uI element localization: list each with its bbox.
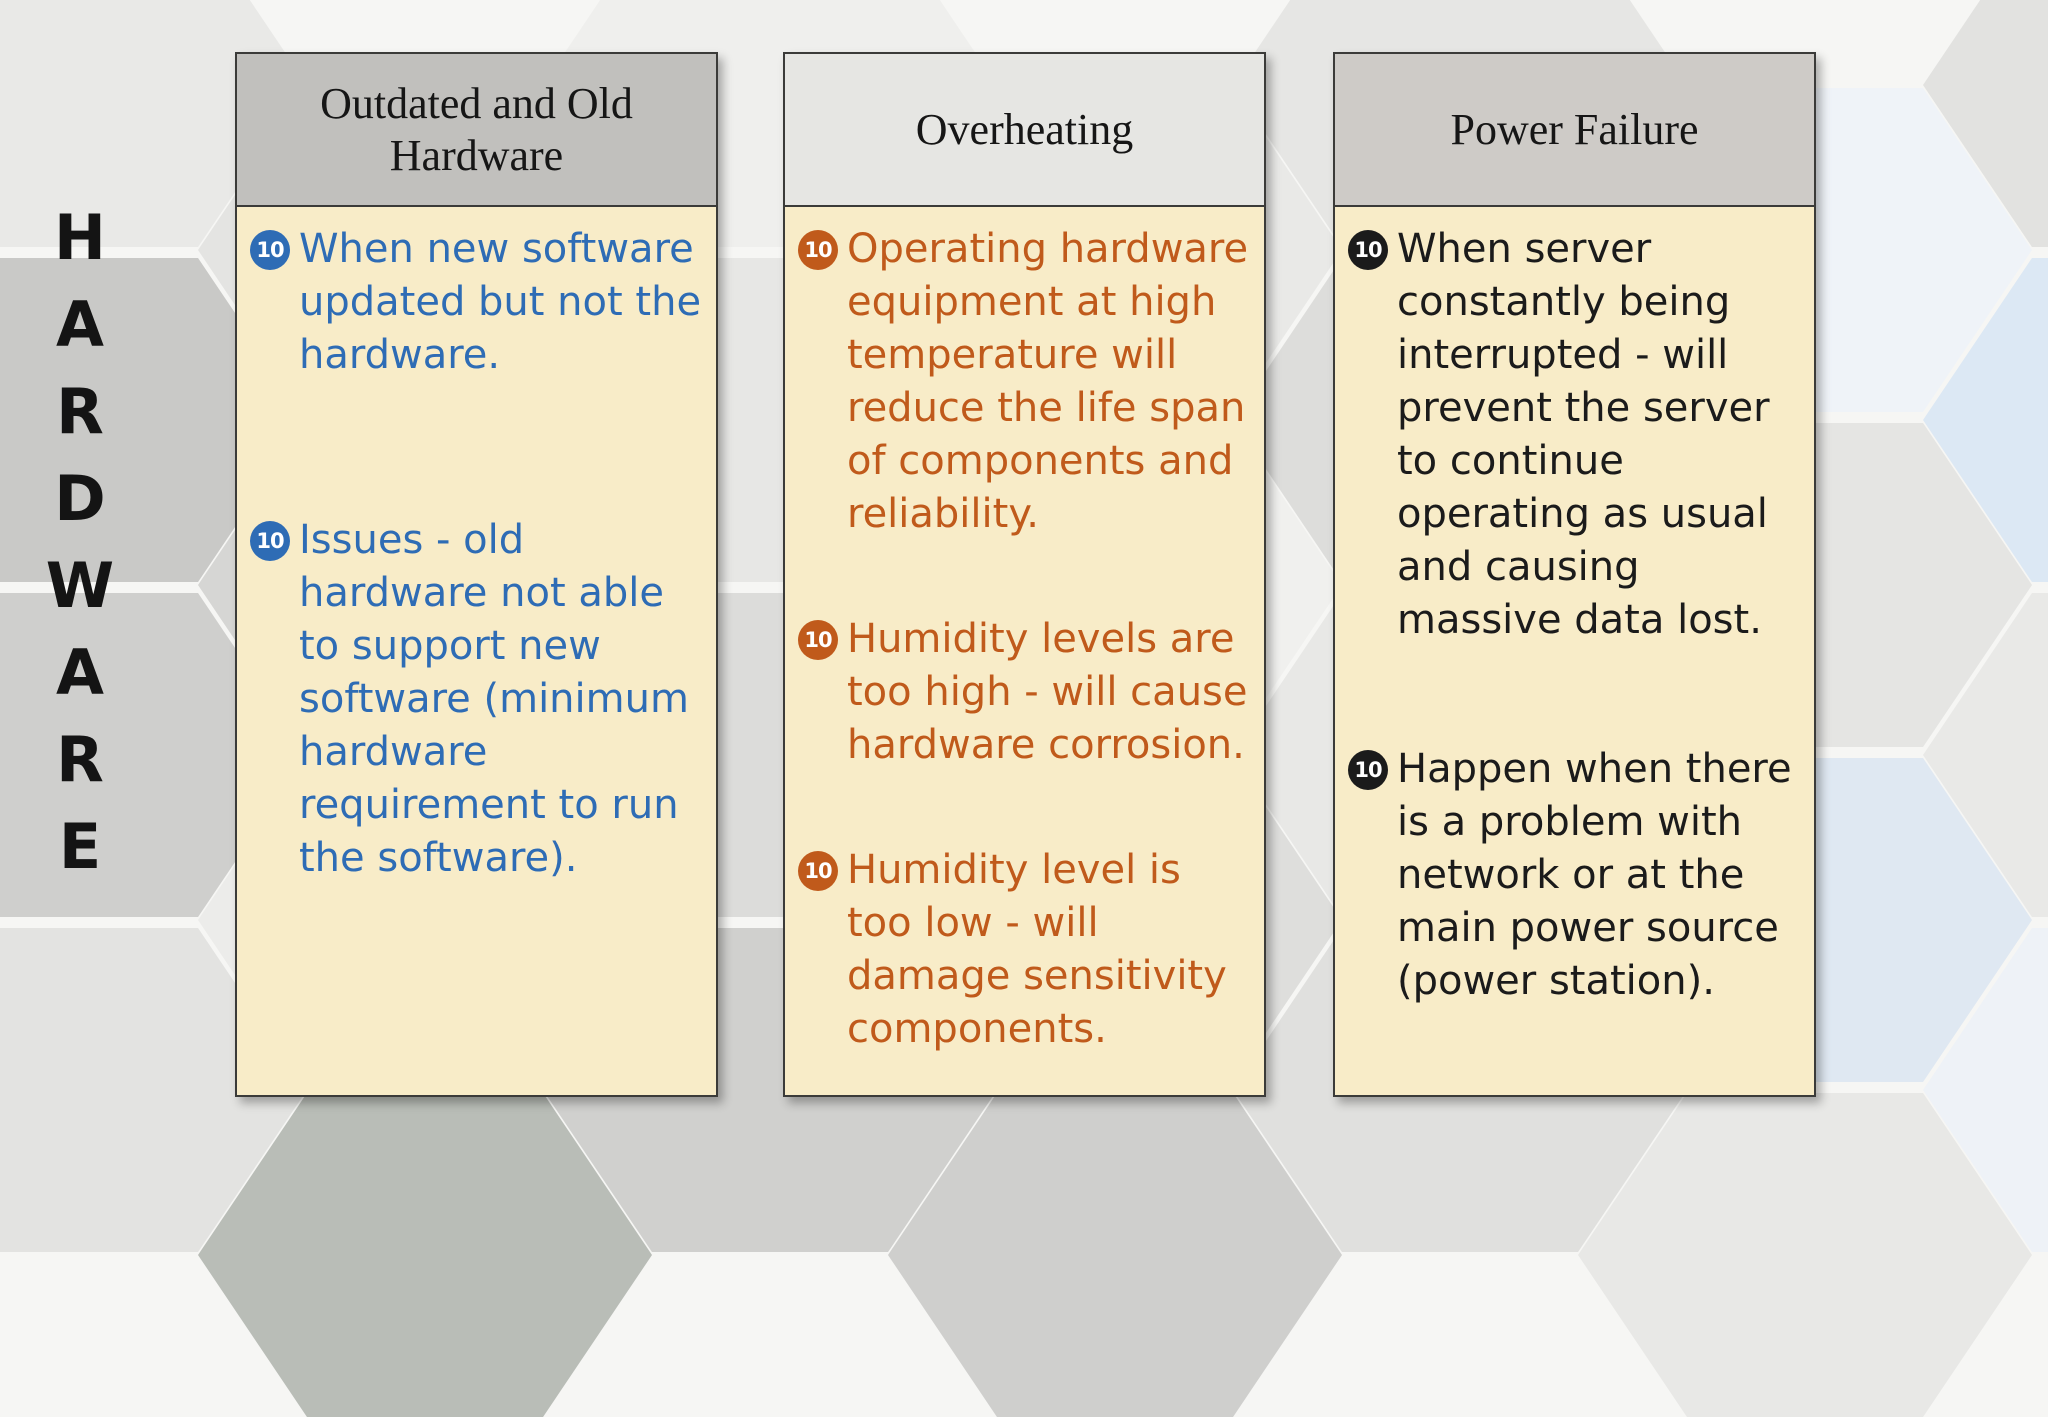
vertical-title-letter-6: R (56, 723, 104, 796)
vertical-title-letter-4: W (45, 549, 115, 622)
vertical-title-letter-7: E (58, 810, 102, 883)
vertical-title-letter-2: R (56, 375, 104, 448)
column-title: Power Failure (1450, 104, 1699, 154)
bullet-text: Humidity levels are too high - will caus… (847, 616, 1248, 768)
circled-10-bullet-icon: 10 (798, 851, 838, 891)
vertical-title-letter-3: D (54, 462, 106, 535)
bullet-item: 10 Humidity level is too low - will dama… (798, 844, 1252, 1056)
circled-10-bullet-icon: 10 (1348, 230, 1388, 270)
column-header: Power Failure (1335, 54, 1814, 207)
bullet-text: Operating hardware equipment at high tem… (847, 226, 1249, 537)
bullet-item: 10 When server constantly being interrup… (1348, 223, 1802, 647)
column-card: Overheating 10 Operating hardware equipm… (783, 52, 1266, 1097)
circled-10-bullet-icon: 10 (1348, 750, 1388, 790)
circled-10-bullet-icon: 10 (798, 620, 838, 660)
bullet-item: 10 When new software updated but not the… (250, 223, 704, 382)
bullet-text: Humidity level is too low - will damage … (847, 847, 1227, 1052)
column-header: Outdated and Old Hardware (237, 54, 716, 207)
bullet-text: Issues - old hardware not able to suppor… (299, 517, 689, 881)
bullet-item: 10 Humidity levels are too high - will c… (798, 613, 1252, 772)
bullet-item: 10 Operating hardware equipment at high … (798, 223, 1252, 541)
columns-container: Outdated and Old Hardware 10 When new so… (235, 52, 1816, 1097)
column-title: Overheating (915, 104, 1134, 154)
bullet-item: 10 Happen when there is a problem with n… (1348, 743, 1802, 1008)
column-card: Outdated and Old Hardware 10 When new so… (235, 52, 718, 1097)
bullet-text: When new software updated but not the ha… (299, 226, 702, 378)
vertical-title-letter-1: A (56, 288, 104, 361)
circled-10-bullet-icon: 10 (250, 230, 290, 270)
column-title: Outdated and Old Hardware (320, 78, 633, 180)
column-card: Power Failure 10 When server constantly … (1333, 52, 1816, 1097)
column-header: Overheating (785, 54, 1264, 207)
column-body: 10 Operating hardware equipment at high … (785, 207, 1264, 1095)
vertical-title-letter-0: H (54, 201, 106, 274)
bullet-item: 10 Issues - old hardware not able to sup… (250, 514, 704, 885)
column-body: 10 When server constantly being interrup… (1335, 207, 1814, 1095)
column-body: 10 When new software updated but not the… (237, 207, 716, 1095)
bullet-text: Happen when there is a problem with netw… (1397, 746, 1792, 1004)
circled-10-bullet-icon: 10 (798, 230, 838, 270)
circled-10-bullet-icon: 10 (250, 521, 290, 561)
bullet-text: When server constantly being interrupted… (1397, 226, 1770, 643)
vertical-title-letter-5: A (56, 636, 104, 709)
